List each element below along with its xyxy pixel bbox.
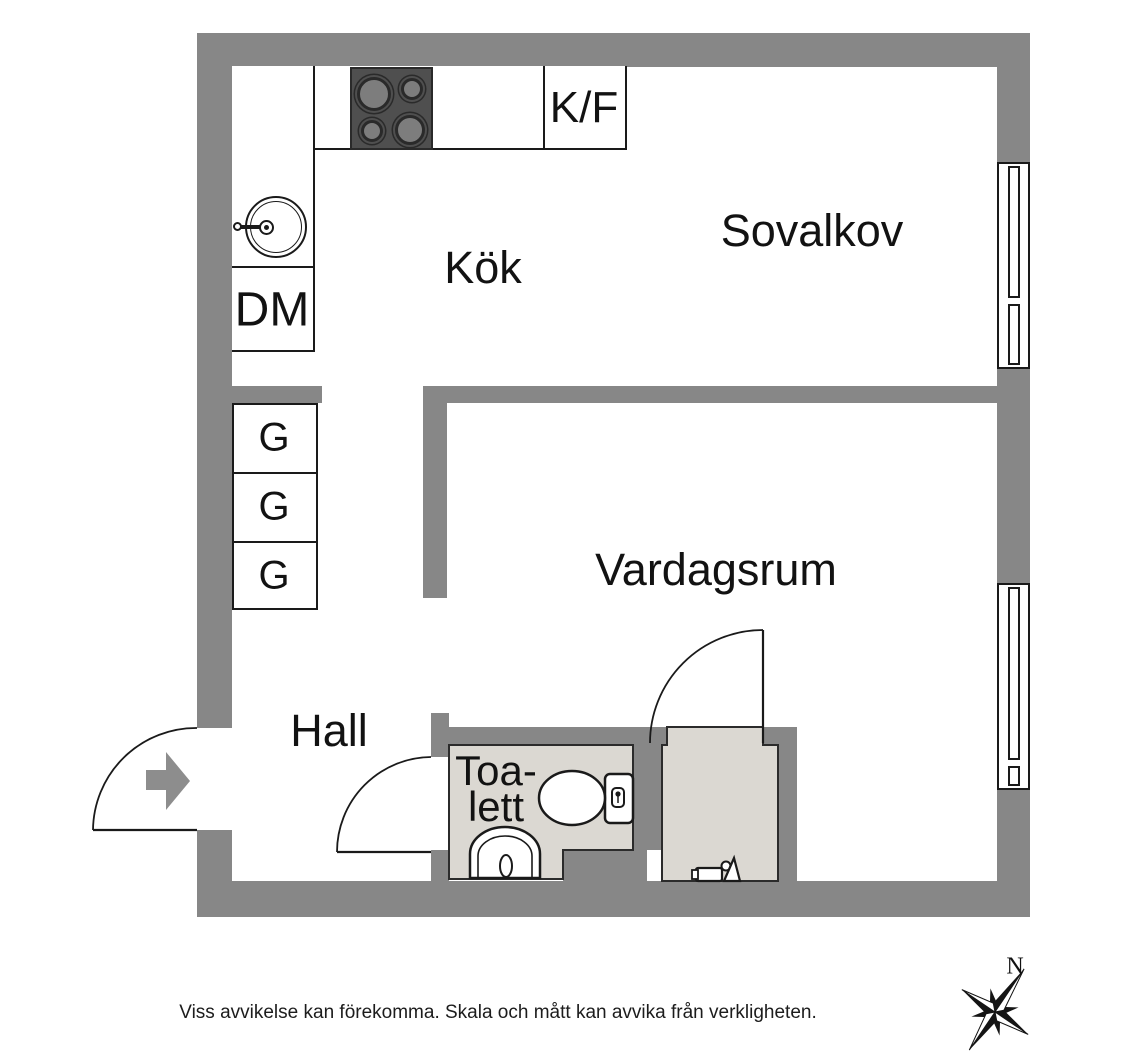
wardrobe-divider xyxy=(234,472,316,474)
dishwasher-label: DM xyxy=(234,283,310,337)
room-label-toilet: Toa- lett xyxy=(455,747,537,830)
wardrobe-label: G xyxy=(258,553,290,598)
wall-mid-horizontal xyxy=(423,386,997,403)
wall-bottom xyxy=(197,881,1030,917)
wc-button-dot xyxy=(615,791,621,797)
wall-storage-right xyxy=(778,727,797,883)
wc-tank-icon xyxy=(603,772,635,825)
wall-right-between-windows xyxy=(997,369,1030,583)
room-label-toilet-line1: Toa- xyxy=(455,747,537,794)
entrance-door-arc xyxy=(92,727,198,831)
wall-wc-top xyxy=(431,727,667,745)
entrance-arrow-icon xyxy=(146,752,190,810)
wardrobe-divider xyxy=(234,541,316,543)
burner-icon xyxy=(357,77,391,111)
wardrobe-label: G xyxy=(258,415,290,460)
burner-icon xyxy=(395,115,425,145)
room-label-living-room: Vardagsrum xyxy=(595,544,837,595)
window-vardagsrum-frame xyxy=(1008,587,1020,786)
room-label-sleeping-alcove: Sovalkov xyxy=(720,205,904,256)
compass-rose-icon xyxy=(961,968,1029,1051)
wardrobe-cabinet xyxy=(232,403,318,610)
toilet-door-arc xyxy=(336,756,432,853)
room-label-hall: Hall xyxy=(290,705,368,756)
basin-inner-line xyxy=(477,835,533,878)
kitchen-faucet-pivot-dot xyxy=(264,225,269,230)
compass-north-label: N xyxy=(1006,953,1024,980)
wall-right-above-window1 xyxy=(997,33,1030,162)
wall-wc-storage-divider xyxy=(633,745,662,850)
wc-button-icon xyxy=(611,787,625,808)
storage-floor xyxy=(661,726,779,882)
room-label-kitchen: Kök xyxy=(444,242,522,293)
fridge-freezer-cell xyxy=(543,66,627,150)
plumbing-icon xyxy=(691,854,742,883)
stove-icon xyxy=(350,67,433,150)
burner-icon xyxy=(401,78,423,100)
fridge-freezer-label: K/F xyxy=(549,83,619,132)
room-label-toilet-line2: lett xyxy=(467,783,525,830)
wall-wc-left-lower xyxy=(431,850,449,881)
wall-left-upper xyxy=(197,33,232,728)
window-sovalkov-divider xyxy=(1008,296,1020,306)
disclaimer-text: Viss avvikelse kan förekomma. Skala och … xyxy=(179,1002,817,1023)
window-vardagsrum-divider xyxy=(1008,758,1020,768)
kitchen-faucet-icon xyxy=(238,225,266,229)
burner-icon xyxy=(361,120,383,142)
wall-wc-step-block xyxy=(563,850,647,881)
wc-bowl-icon xyxy=(537,769,607,827)
wall-right-below-window2 xyxy=(997,790,1030,917)
wardrobe-label: G xyxy=(258,484,290,529)
wall-hall-stub xyxy=(232,386,322,403)
wall-hall-living-divider xyxy=(423,386,447,598)
window-sovalkov-frame xyxy=(1008,166,1020,365)
wall-top xyxy=(197,33,1030,67)
basin-icon xyxy=(468,825,542,880)
kitchen-faucet-end xyxy=(233,222,242,231)
basin-tap-icon xyxy=(499,854,513,878)
kitchen-counter-dm-cell xyxy=(232,268,315,352)
